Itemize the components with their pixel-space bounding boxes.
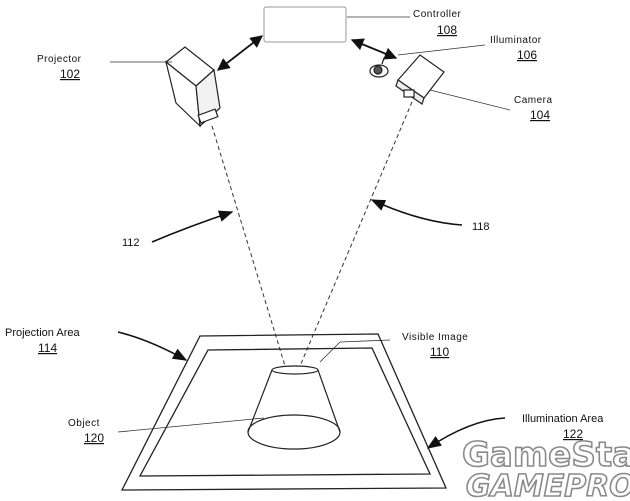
projector-label: Projector bbox=[37, 54, 82, 65]
camera-ray-number: 118 bbox=[472, 221, 490, 233]
projector-ray bbox=[211, 125, 286, 367]
object-label: Object bbox=[68, 418, 100, 429]
illumination-area-number: 122 bbox=[563, 427, 583, 441]
projection-area-pointer bbox=[117, 331, 188, 361]
illumination-area-outline bbox=[138, 347, 432, 477]
object-leader-line bbox=[117, 417, 265, 433]
camera-ray bbox=[299, 101, 413, 367]
watermark-logo: GameStar GAMEPRO bbox=[461, 434, 630, 501]
camera-label: Camera bbox=[514, 95, 553, 106]
visible-image-leader-line bbox=[339, 339, 391, 343]
controller-box bbox=[263, 6, 347, 43]
illuminator-device bbox=[369, 57, 389, 78]
camera-device bbox=[395, 54, 445, 105]
watermark-line-2: GAMEPRO bbox=[466, 469, 630, 501]
projector-controller-arrow bbox=[217, 35, 263, 71]
controller-label: Controller bbox=[413, 9, 462, 20]
object-number: 120 bbox=[84, 431, 104, 445]
visible-image-number: 110 bbox=[430, 345, 449, 359]
visible-image-leader-line-2 bbox=[319, 341, 341, 363]
illuminator-leader-line bbox=[397, 44, 486, 56]
camera-leader-line bbox=[429, 89, 511, 111]
projection-area-outline bbox=[120, 333, 447, 491]
projection-area-number: 114 bbox=[38, 341, 57, 355]
controller-number: 108 bbox=[437, 23, 457, 37]
projector-ray-number: 112 bbox=[122, 237, 140, 249]
camera-number: 104 bbox=[530, 108, 550, 122]
ray-112-pointer bbox=[151, 210, 234, 243]
illumination-area-label: Illumination Area bbox=[522, 413, 604, 425]
illuminator-label: Illuminator bbox=[490, 35, 542, 46]
illumination-area-pointer bbox=[426, 417, 506, 449]
watermark-line-1: GameStar bbox=[462, 435, 630, 475]
projector-device bbox=[164, 46, 221, 128]
projection-area-label: Projection Area bbox=[5, 327, 80, 339]
projector-number: 102 bbox=[60, 67, 80, 81]
illuminator-number: 106 bbox=[517, 48, 537, 62]
visible-image-label: Visible Image bbox=[402, 332, 468, 343]
ray-118-pointer bbox=[370, 199, 463, 226]
object-cone bbox=[247, 365, 341, 450]
controller-illuminator-arrow bbox=[350, 38, 398, 60]
